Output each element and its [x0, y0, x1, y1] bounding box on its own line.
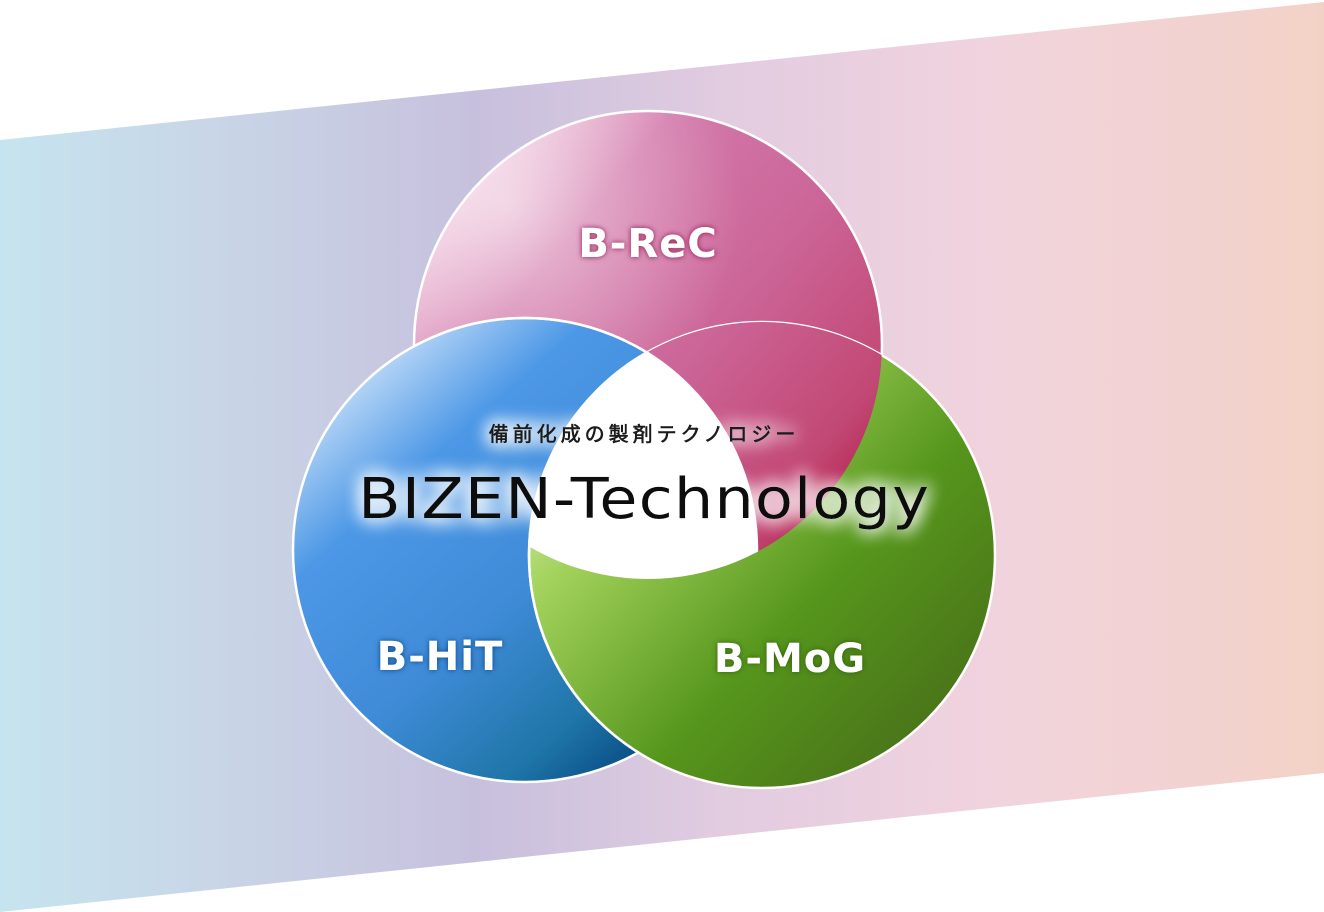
circle-outlines [414, 316, 759, 782]
label-b-mog: B-MoG [714, 636, 866, 682]
center-intersection [529, 322, 757, 579]
title-block: 備前化成の製剤テクノロジー BIZEN-Technology [358, 422, 930, 532]
label-b-hit: B-HiT [377, 634, 504, 680]
title: BIZEN-Technology [358, 467, 930, 532]
subtitle: 備前化成の製剤テクノロジー [489, 422, 800, 446]
label-b-rec: B-ReC [578, 221, 717, 267]
